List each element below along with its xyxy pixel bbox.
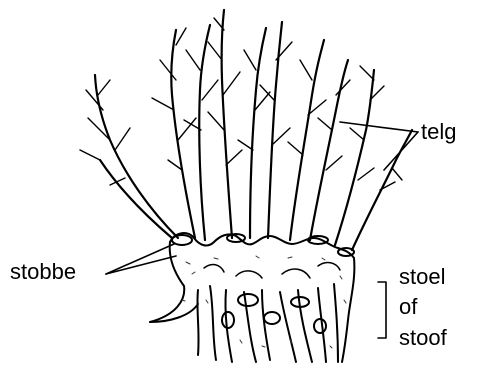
shoot bbox=[100, 160, 172, 238]
stoel-bracket bbox=[378, 282, 386, 338]
shoot bbox=[222, 10, 232, 238]
shoot bbox=[268, 22, 282, 238]
telg-pointer-line bbox=[384, 132, 418, 170]
shoot bbox=[290, 40, 324, 240]
stool-body bbox=[150, 233, 354, 362]
label-stoof: stoof bbox=[399, 327, 447, 349]
label-telg: telg bbox=[421, 121, 456, 143]
label-stobbe: stobbe bbox=[10, 261, 76, 283]
label-of: of bbox=[399, 296, 417, 318]
shoot bbox=[199, 25, 210, 240]
label-stoel: stoel bbox=[399, 266, 445, 288]
telg-pointer-line bbox=[340, 122, 418, 132]
shoot bbox=[95, 75, 178, 238]
shoot bbox=[250, 28, 266, 238]
shoots bbox=[80, 10, 412, 250]
bark-texture bbox=[182, 256, 346, 348]
shoot bbox=[310, 60, 348, 240]
